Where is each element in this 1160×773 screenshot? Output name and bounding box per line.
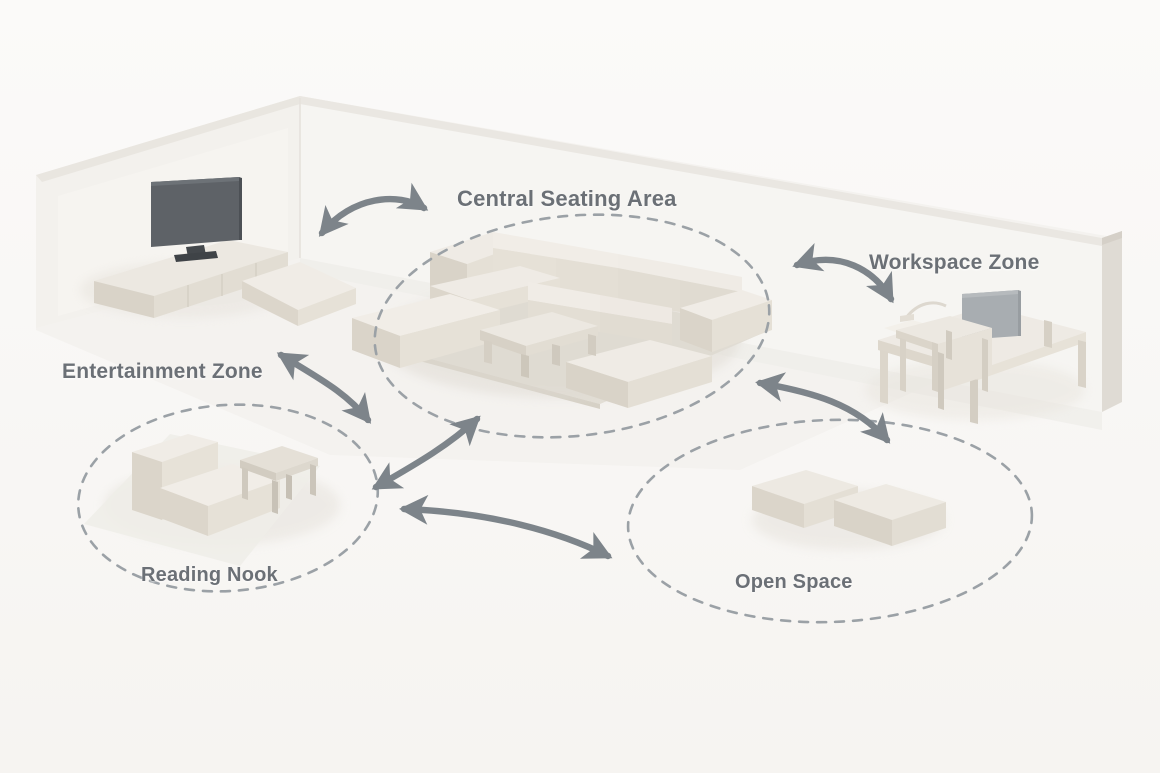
workspace-zone-furniture [878,290,1086,424]
coffee-table [480,312,598,378]
open-space-furniture [752,470,946,546]
sofa-module-right-arm [680,290,772,352]
ottoman [242,262,356,326]
desk-lamp [900,301,947,322]
ottoman-module [352,294,500,368]
notebook [884,320,926,333]
zone-label-entertainment-zone: Entertainment Zone [62,360,263,383]
desk-chair [896,316,992,410]
zone-label-open-space: Open Space [735,571,853,593]
boundary-open-space [626,418,1034,624]
media-console [94,240,288,318]
sofa-bench-front [566,340,712,408]
reading-nook-furniture [84,434,320,566]
sofa-seat-right [600,295,672,344]
arrow-reading-to-open-space [399,494,613,560]
footstool [160,464,280,536]
arrow-reading-to-central [371,415,481,491]
television [151,177,242,262]
floor-cushion-right [834,484,946,546]
boundary-central-seating-area [373,213,771,439]
entertainment-zone-furniture [94,177,356,326]
floor-cushion-left [752,470,858,528]
sofa-module-back-3 [618,254,680,312]
zone-label-workspace-zone: Workspace Zone [869,251,1040,274]
side-table [240,446,318,514]
zone-label-reading-nook: Reading Nook [141,564,278,586]
modular-sectional-sofa [352,232,772,408]
connection-arrows [276,182,895,560]
arrow-central-to-workspace [792,243,895,304]
arrow-workspace-to-open-space [755,372,891,444]
arrow-entertainment-to-reading [276,351,372,424]
zone-label-central-seating-area: Central Seating Area [457,186,677,211]
arrow-entertainment-to-central [318,182,429,237]
